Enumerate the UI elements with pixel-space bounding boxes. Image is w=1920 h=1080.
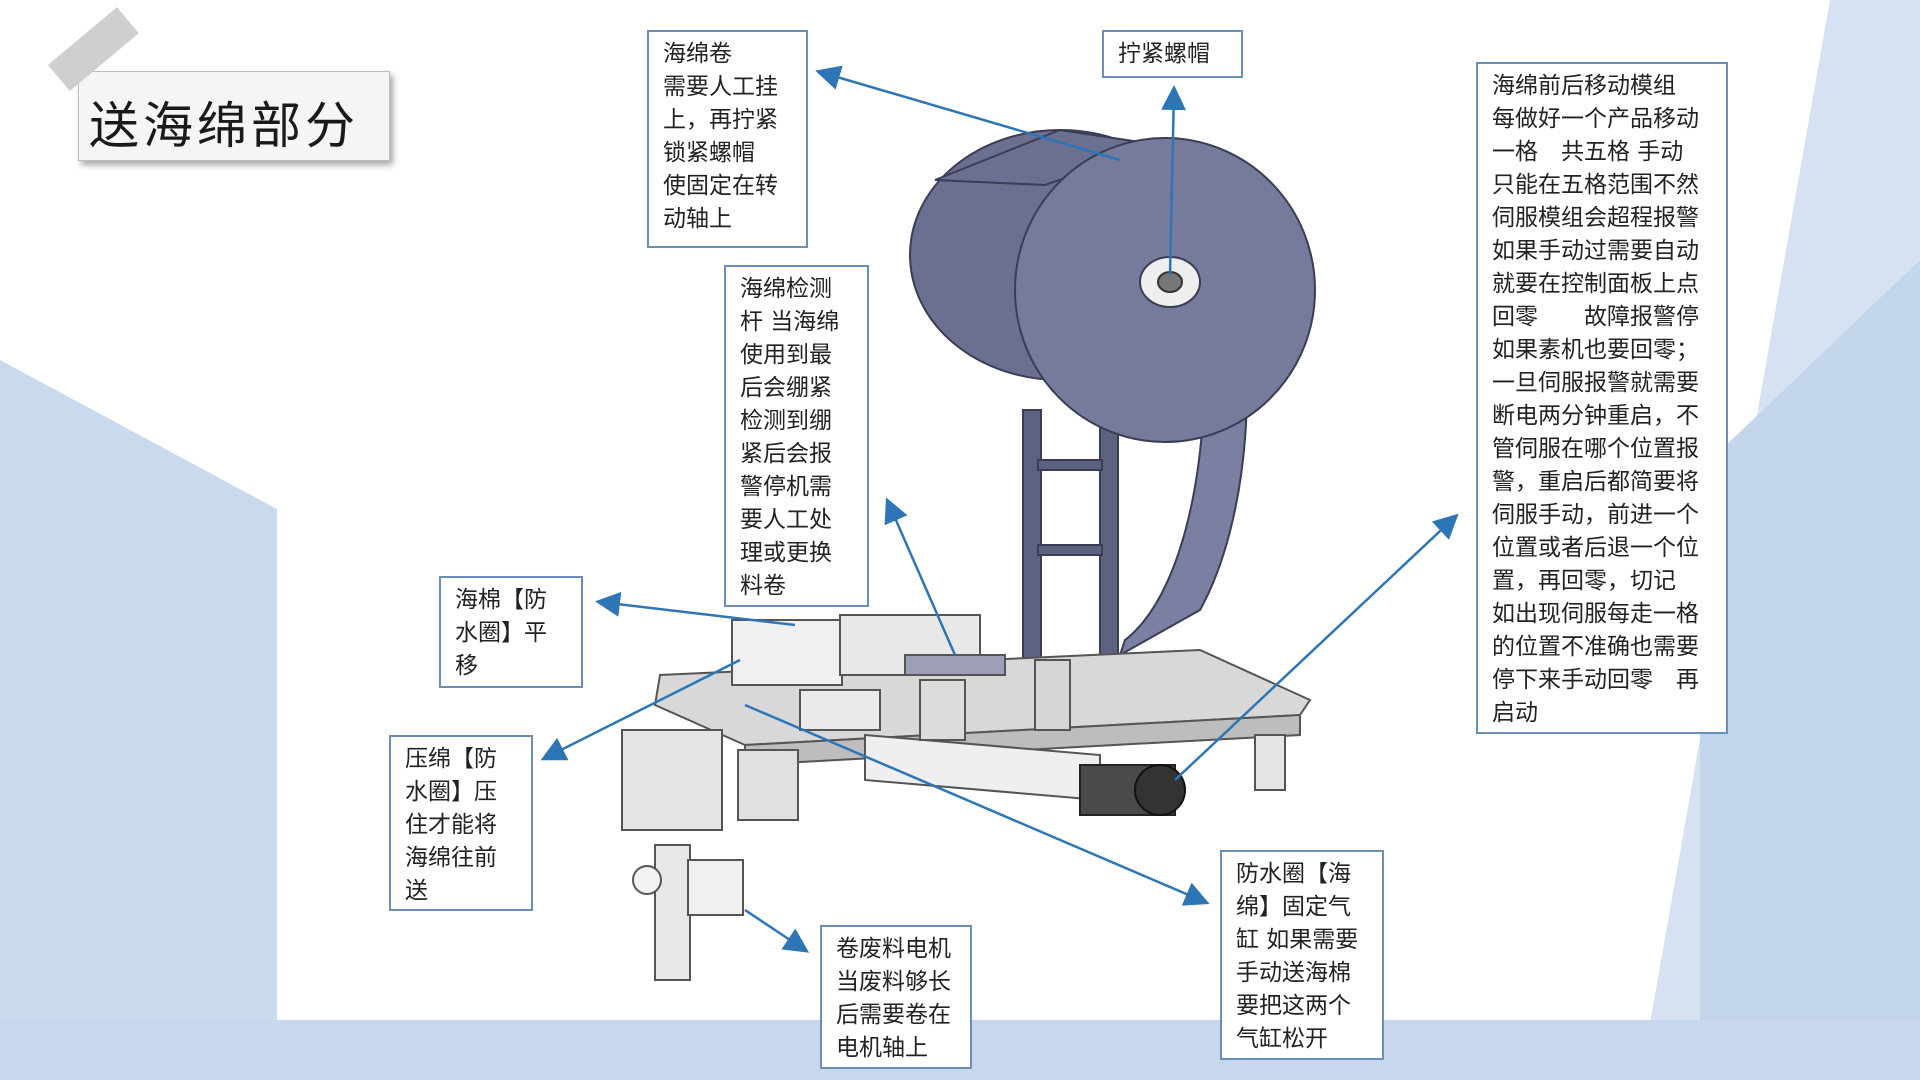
callout-press-sponge: 压绵【防 水圈】压 住才能将 海绵往前 送 [389, 735, 533, 911]
callout-tighten-nut: 拧紧螺帽 [1102, 30, 1243, 78]
shift-unit [731, 619, 843, 686]
left-support [621, 729, 723, 831]
page-title: 送海绵部分 [89, 97, 359, 155]
title-card: 送海绵部分 [78, 71, 390, 161]
callout-waste-motor: 卷废料电机 当废料够长 后需要卷在 电机轴上 [820, 925, 972, 1069]
upright-frame [1022, 409, 1119, 661]
callout-servo-module: 海绵前后移动模组 每做好一个产品移动 一格 共五格 手动 只能在五格范围不然 伺… [1476, 62, 1728, 734]
callout-sponge-shift: 海棉【防 水圈】平 移 [439, 576, 583, 688]
right-support [1254, 734, 1286, 791]
waste-motor-bracket [654, 844, 691, 981]
waste-motor [632, 865, 662, 895]
callout-sponge-roll: 海绵卷 需要人工挂 上，再拧紧 锁紧螺帽 使固定在转 动轴上 [647, 30, 808, 248]
detect-rod [1034, 659, 1071, 731]
callout-fix-cylinder: 防水圈【海 绵】固定气 缸 如果需要 手动送海棉 要把这两个 气缸松开 [1220, 850, 1384, 1060]
callout-detect-rod: 海绵检测 杆 当海绵 使用到最 后会绷紧 检测到绷 紧后会报 警停机需 要人工处… [724, 265, 869, 607]
servo-motor [1134, 764, 1186, 816]
